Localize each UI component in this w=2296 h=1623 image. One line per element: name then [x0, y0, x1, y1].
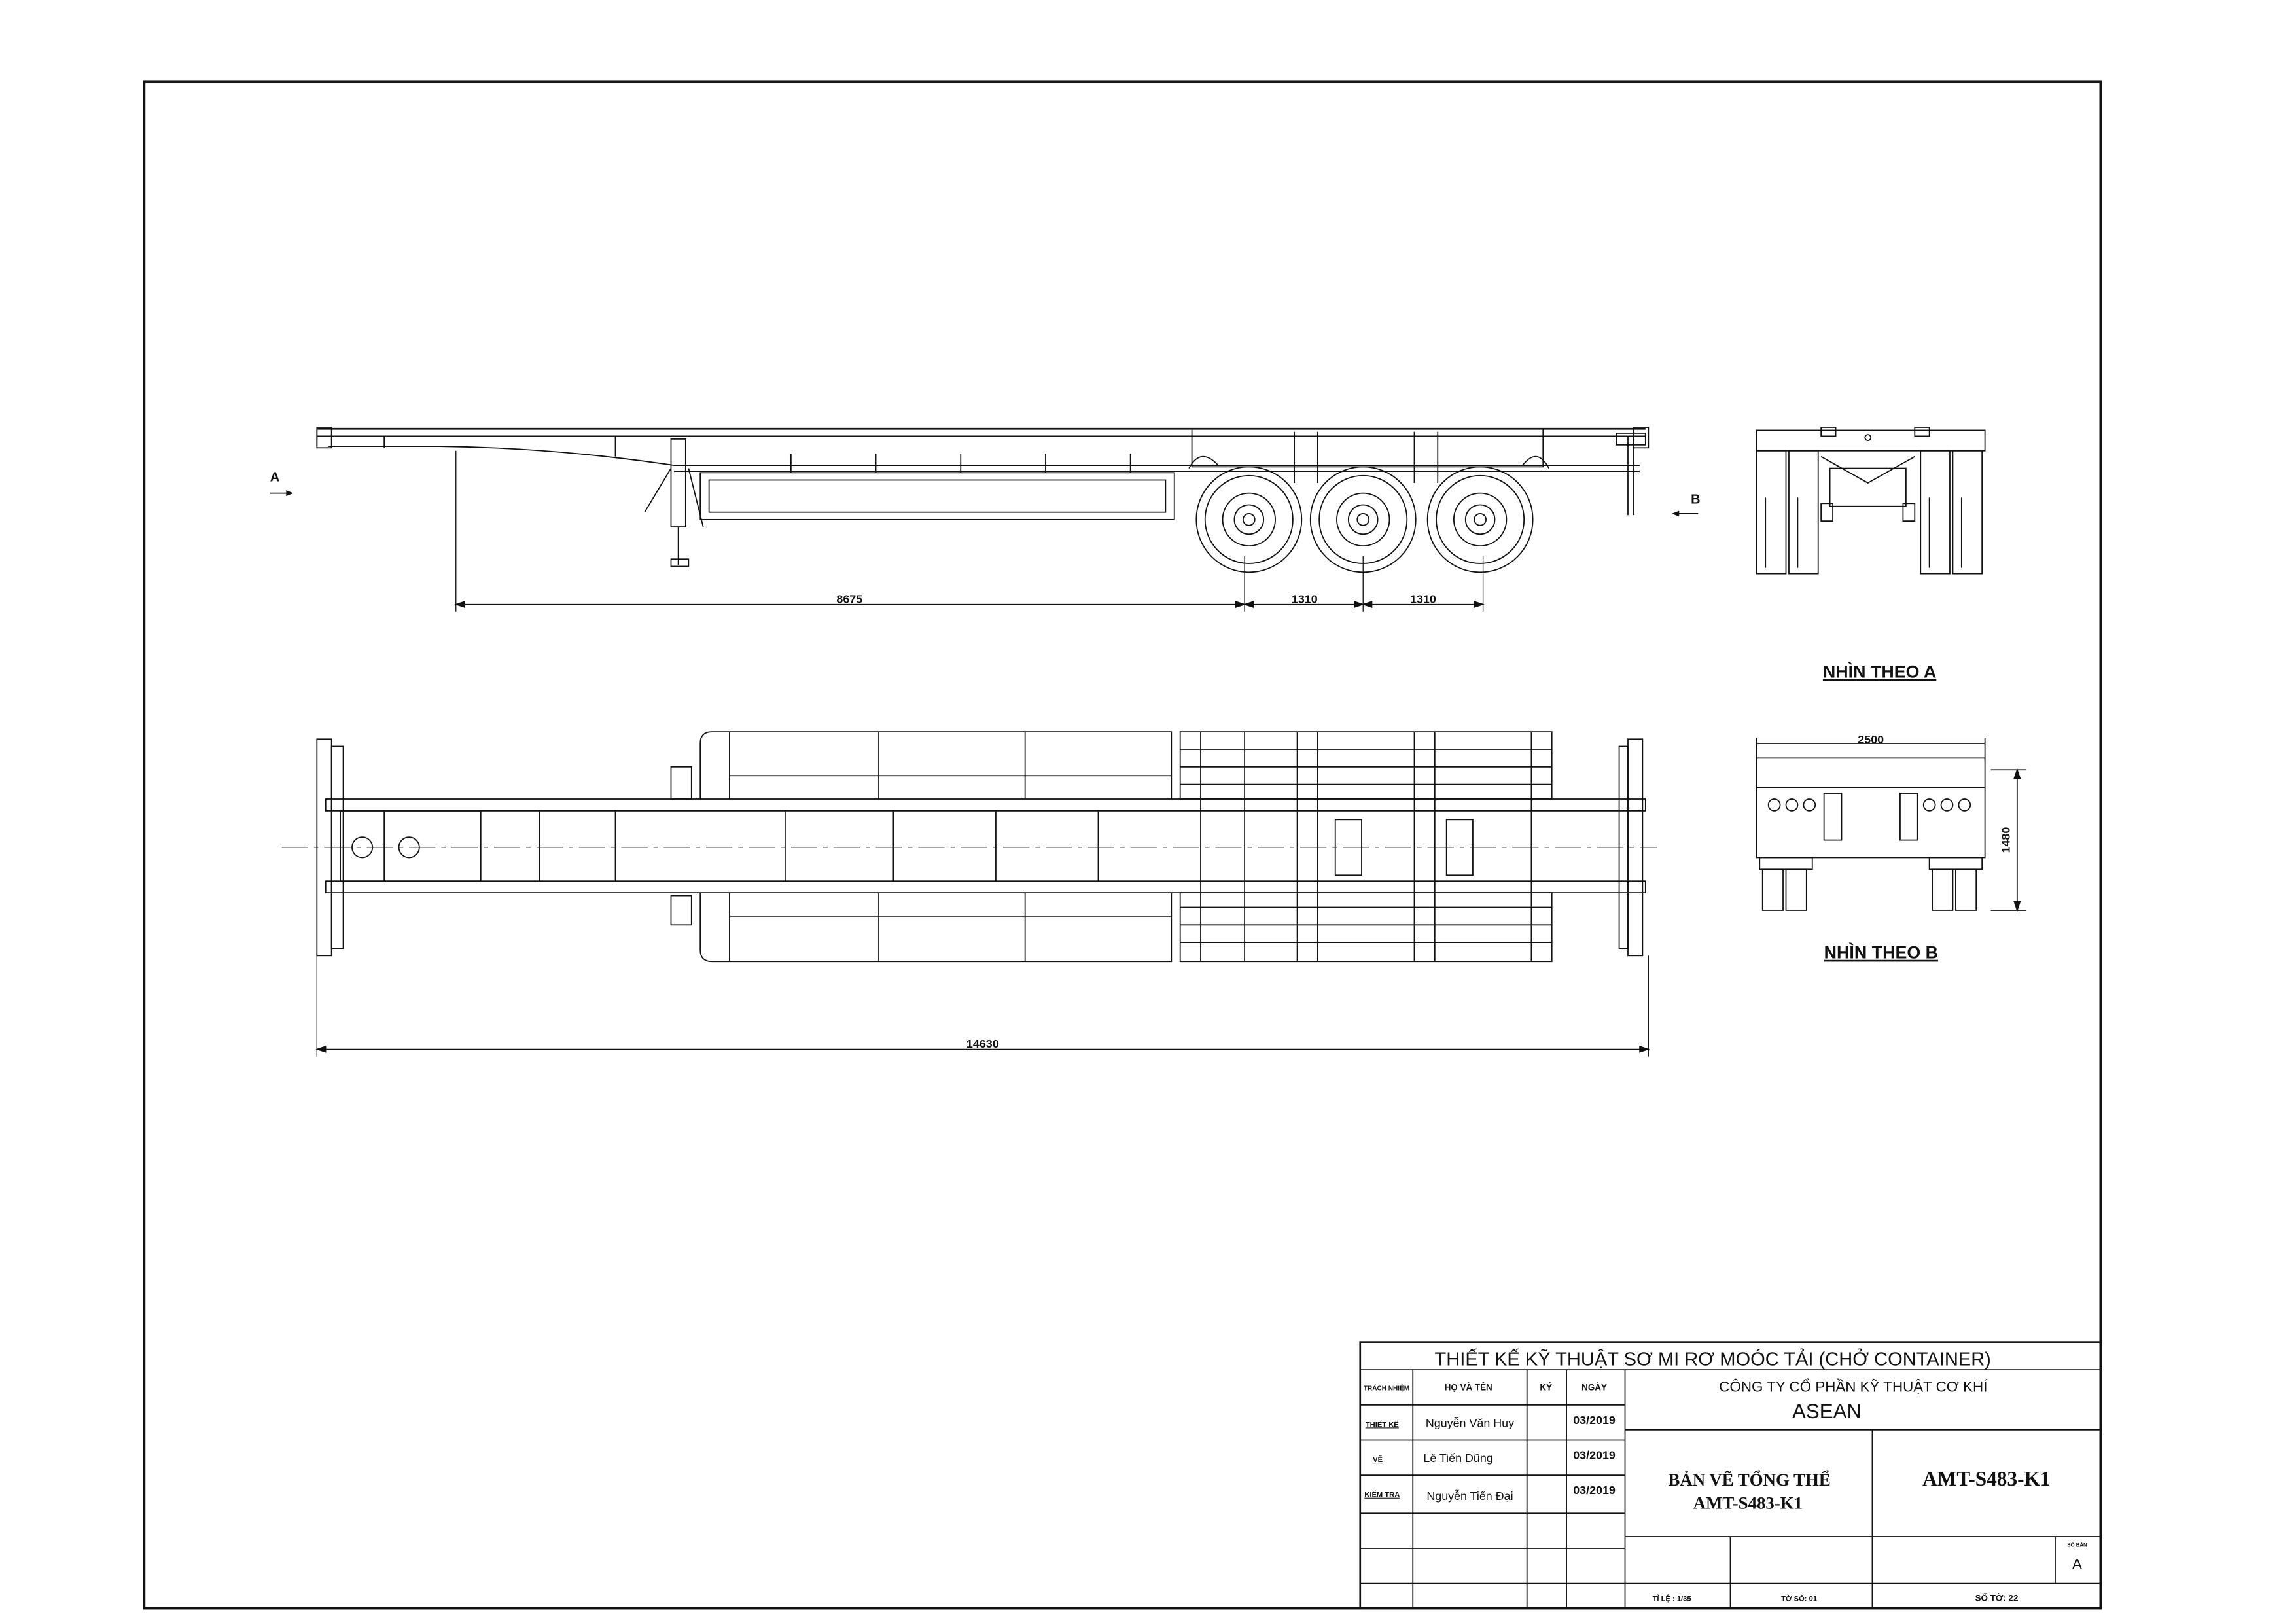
- dim-8675: 8675: [836, 592, 862, 605]
- col-date-header: NGÀY: [1581, 1382, 1607, 1392]
- view-arrow-a: A: [270, 471, 294, 497]
- col-sign-header: KÝ: [1540, 1382, 1552, 1392]
- plan-dimension: [315, 955, 1650, 1057]
- row-1-date: 03/2019: [1573, 1414, 1616, 1427]
- scale-label: TỈ LỆ : 1/35: [1653, 1594, 1691, 1603]
- side-view-dimensions: [454, 450, 1485, 612]
- dim-14630: 14630: [966, 1037, 999, 1050]
- plan-view: [281, 731, 1657, 963]
- side-view: [316, 427, 1650, 567]
- sheet-count: SỐ TỜ: 22: [1975, 1593, 2019, 1603]
- dim-1310-a: 1310: [1292, 592, 1318, 605]
- company-name-line2: ASEAN: [1792, 1400, 1862, 1423]
- drawing-code: AMT-S483-K1: [1922, 1467, 2050, 1490]
- front-view-a: [1756, 427, 1986, 575]
- col-role-header: TRÁCH NHIỆM: [1364, 1383, 1409, 1392]
- company-name-line1: CÔNG TY CỔ PHẦN KỸ THUẬT CƠ KHÍ: [1719, 1379, 1988, 1395]
- view-arrow-b: B: [1672, 492, 1701, 517]
- row-3-name: Nguyễn Tiến Đại: [1426, 1489, 1513, 1503]
- row-2-role: VẼ: [1373, 1455, 1383, 1464]
- svg-text:A: A: [270, 471, 280, 485]
- svg-text:B: B: [1691, 492, 1701, 507]
- drawing-name-line2: AMT-S483-K1: [1693, 1493, 1803, 1513]
- rear-view-b: [1756, 738, 2026, 912]
- dim-1310-b: 1310: [1410, 592, 1436, 605]
- sheet-index: TỜ SỐ: 01: [1781, 1594, 1817, 1603]
- row-1-name: Nguyễn Văn Huy: [1426, 1416, 1514, 1429]
- row-2-name: Lê Tiến Dũng: [1423, 1452, 1492, 1465]
- row-3-date: 03/2019: [1573, 1484, 1616, 1497]
- sheet-border: [143, 80, 2102, 1610]
- row-3-role: KIỂM TRA: [1364, 1491, 1400, 1499]
- side-view-wheels: [1195, 466, 1534, 573]
- sheet-label: SỐ BẢN: [2067, 1542, 2087, 1548]
- project-title: THIẾT KẾ KỸ THUẬT SƠ MI RƠ MOÓC TẢI (CHỞ…: [1435, 1347, 1991, 1370]
- sheet-value: A: [2072, 1556, 2082, 1572]
- col-name-header: HỌ VÀ TÊN: [1445, 1382, 1492, 1392]
- view-b-caption: NHÌN THEO B: [1824, 942, 1938, 963]
- row-1-role: THIẾT KẾ: [1366, 1420, 1399, 1429]
- dim-1480: 1480: [2000, 827, 2013, 853]
- view-a-caption: NHÌN THEO A: [1823, 661, 1936, 681]
- drawing-name-line1: BẢN VẼ TỔNG THỂ: [1668, 1469, 1830, 1489]
- dim-2500: 2500: [1858, 733, 1884, 746]
- title-block: [1359, 1341, 2102, 1609]
- row-2-date: 03/2019: [1573, 1449, 1616, 1462]
